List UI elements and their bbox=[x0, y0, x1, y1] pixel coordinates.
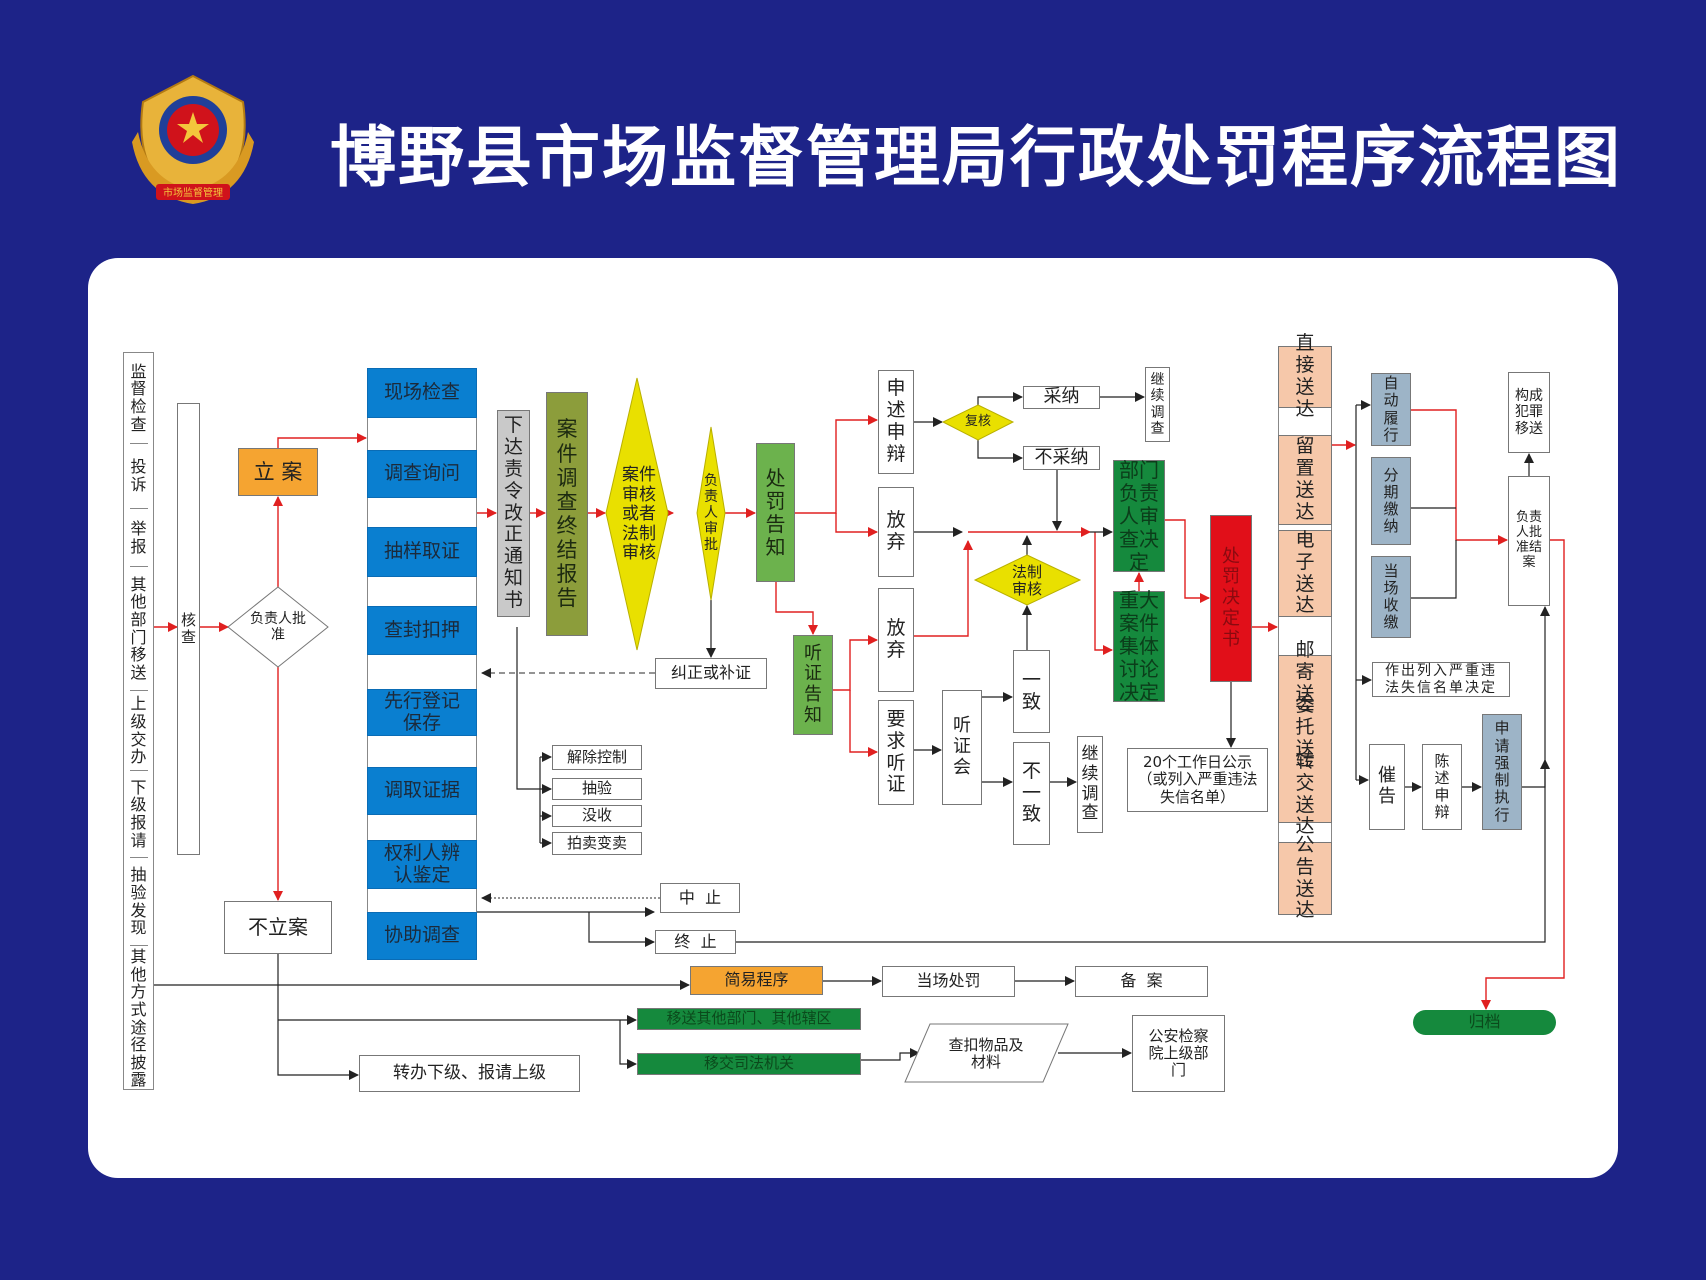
sampling-box: 抽样取证 bbox=[367, 527, 477, 577]
owner-identify-box: 权利人辨认鉴定 bbox=[367, 840, 477, 889]
inquiry-box: 调查询问 bbox=[367, 450, 477, 498]
arrow-file-investigate bbox=[277, 433, 367, 448]
no-case-box: 不立案 bbox=[224, 901, 332, 954]
delivery-forward: 转交送达 bbox=[1278, 750, 1332, 837]
close-case-box: 负责人批准结案 bbox=[1508, 476, 1550, 606]
legal-review-label: 法制审核 bbox=[1011, 562, 1042, 598]
sources-column: 监督检查 投诉 举报 其他部门移送 上级交办 下级报请 抽验发现 其他方式途径披… bbox=[123, 352, 154, 1090]
statement-box: 陈述申辩 bbox=[1422, 744, 1462, 830]
penalty-decision-box: 处罚决定书 bbox=[1210, 515, 1252, 682]
installment-box: 分期缴纳 bbox=[1371, 457, 1411, 545]
source-superior: 上级交办 bbox=[129, 691, 148, 771]
market-supervision-emblem-logo: 市场监督管理 bbox=[132, 74, 254, 204]
enforce-box: 申请强制执行 bbox=[1482, 714, 1522, 830]
register-preserve-box: 先行登记保存 bbox=[367, 689, 477, 736]
continue-investigation-box-2: 继续调查 bbox=[1077, 736, 1103, 833]
self-perform-box: 自动履行 bbox=[1371, 373, 1411, 446]
request-hearing-box: 要求听证 bbox=[878, 700, 914, 805]
adopt-box: 采纳 bbox=[1023, 386, 1100, 409]
correct-box: 纠正或补证 bbox=[655, 658, 767, 689]
archive-label: 归档 bbox=[1468, 1012, 1501, 1032]
delivery-electronic: 电子送达 bbox=[1278, 529, 1332, 617]
page-title: 博野县市场监督管理局行政处罚程序流程图 bbox=[330, 118, 1622, 196]
waive-box-2: 放弃 bbox=[878, 588, 914, 692]
collective-decision-box: 重大案件集体讨论决定 bbox=[1113, 589, 1165, 704]
seal-seize-box: 查封扣押 bbox=[367, 606, 477, 655]
reject-box: 不采纳 bbox=[1023, 446, 1100, 470]
release-control-box: 解除控制 bbox=[552, 745, 642, 770]
assist-investigation-box: 协助调查 bbox=[367, 912, 477, 960]
delivery-direct: 直接送达 bbox=[1278, 332, 1332, 420]
record-box: 备 案 bbox=[1075, 966, 1208, 997]
verify-box: 核查 bbox=[177, 403, 200, 855]
hearing-notice-box: 听证告知 bbox=[793, 635, 833, 735]
source-inspection: 监督检查 bbox=[129, 353, 148, 444]
suspend-box: 中 止 bbox=[660, 883, 740, 913]
auction-box: 拍卖变卖 bbox=[552, 832, 642, 855]
urge-box: 催告 bbox=[1369, 744, 1405, 830]
source-sampling: 抽验发现 bbox=[129, 858, 148, 946]
archive-shape bbox=[1413, 1010, 1556, 1035]
leader-approval-label: 负责人审批 bbox=[704, 472, 718, 554]
terminate-box: 终 止 bbox=[655, 930, 736, 954]
source-other: 其他方式途径披露 bbox=[130, 947, 147, 1090]
delivery-leave: 留置送达 bbox=[1278, 435, 1332, 525]
disagree-box: 不一致 bbox=[1013, 742, 1050, 845]
recheck-label: 复核 bbox=[964, 413, 991, 429]
approve-diamond-shape bbox=[227, 586, 329, 668]
case-review-diamond-shape bbox=[605, 377, 669, 651]
final-report-box: 案件调查终结报告 bbox=[546, 392, 588, 636]
waive-box-1: 放弃 bbox=[878, 487, 914, 577]
file-case-box: 立 案 bbox=[238, 448, 318, 496]
seized-items-shape bbox=[904, 1023, 1069, 1083]
source-report: 举报 bbox=[129, 509, 148, 567]
agree-box: 一致 bbox=[1013, 650, 1050, 733]
blacklist-box: 作出列入严重违法失信名单决定 bbox=[1372, 662, 1510, 697]
transfer-level-box: 转办下级、报请上级 bbox=[359, 1055, 580, 1092]
recheck-diamond-shape bbox=[941, 404, 1015, 441]
source-dept-transfer: 其他部门移送 bbox=[129, 567, 148, 691]
inspection-sample-box: 抽验 bbox=[552, 778, 642, 800]
crime-transfer-box: 构成犯罪移送 bbox=[1508, 372, 1550, 453]
source-subordinate: 下级报请 bbox=[129, 771, 148, 858]
continue-investigation-box-1: 继续调查 bbox=[1145, 367, 1170, 442]
onsite-collect-box: 当场收缴 bbox=[1371, 556, 1411, 638]
source-complaint: 投诉 bbox=[129, 444, 148, 509]
retrieve-evidence-box: 调取证据 bbox=[367, 767, 477, 815]
leader-approval-diamond-shape bbox=[696, 426, 726, 601]
transfer-other-dept-box: 移送其他部门、其他辖区 bbox=[637, 1008, 861, 1030]
confiscate-box: 没收 bbox=[552, 805, 642, 827]
defense-box: 申述申辩 bbox=[878, 370, 914, 474]
hearing-box: 听证会 bbox=[942, 690, 982, 805]
onsite-inspection-box: 现场检查 bbox=[367, 368, 477, 418]
penalty-notice-box: 处罚告知 bbox=[756, 443, 795, 582]
svg-text:市场监督管理: 市场监督管理 bbox=[163, 186, 223, 199]
legal-review-diamond-shape bbox=[973, 554, 1082, 606]
rectify-notice-box: 下达责令改正通知书 bbox=[497, 410, 530, 617]
delivery-entrust: 委托送达 bbox=[1278, 694, 1332, 782]
transfer-judicial-box: 移交司法机关 bbox=[637, 1053, 861, 1075]
publicity-box: 20个工作日公示（或列入严重违法失信名单） bbox=[1127, 748, 1268, 812]
dept-decision-box: 部门负责人审查决定 bbox=[1113, 458, 1165, 573]
delivery-mail: 邮寄送达 bbox=[1278, 639, 1332, 726]
seized-items-label: 查扣物品及材料 bbox=[948, 1035, 1024, 1071]
onsite-penalty-box: 当场处罚 bbox=[882, 966, 1015, 997]
case-review-label: 案件审核或者法制审核 bbox=[622, 465, 656, 564]
delivery-announcement: 公告送达 bbox=[1278, 834, 1332, 921]
police-procuratorate-box: 公安检察院上级部门 bbox=[1132, 1015, 1225, 1092]
approve-diamond-label: 负责人批准 bbox=[250, 610, 306, 643]
simple-procedure-box: 简易程序 bbox=[690, 966, 823, 995]
